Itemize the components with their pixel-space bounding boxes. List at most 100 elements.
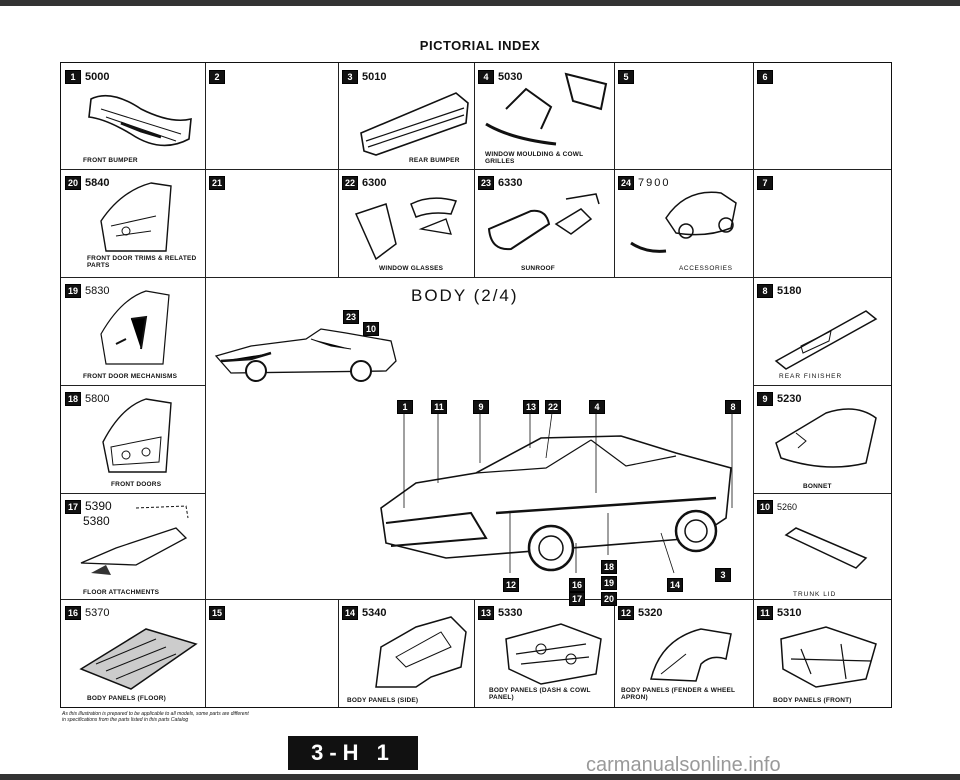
index-badge: 6 [757,70,773,84]
part-number: 5370 [85,607,110,619]
window-glass-illustration [354,197,457,261]
convertible-car-illustration [214,328,397,382]
part-number: 5230 [777,393,802,405]
cell-6[interactable]: 6 [757,67,773,85]
grid-line [753,493,891,494]
part-caption: BODY PANELS (SIDE) [347,697,419,704]
cell-7[interactable]: 7 [757,173,773,191]
grid-line [614,599,615,707]
callout-4[interactable]: 4 [589,397,605,415]
page-title: PICTORIAL INDEX [419,38,541,53]
cell-bonnet[interactable]: 9 5230 [757,389,801,407]
part-number: 5320 [638,607,663,619]
grid-line [61,385,205,386]
callout-19[interactable]: 19 [601,573,617,591]
sunroof-illustration [487,193,600,251]
window-moulding-illustration [485,72,608,146]
index-badge: 15 [209,606,225,620]
part-caption: BODY PANELS (DASH & COWL PANEL) [489,687,591,701]
callout-23[interactable]: 23 [343,307,359,325]
callout-9[interactable]: 9 [473,397,489,415]
index-badge: 12 [618,606,634,620]
scan-top-bar [0,0,960,6]
callout-20[interactable]: 20 [601,589,617,607]
grid-line [753,63,754,707]
index-badge: 23 [478,176,494,190]
floor-attachment-illustration [80,505,189,575]
door-mechanism-illustration [100,290,170,365]
part-number: 5330 [498,607,523,619]
grid-line [753,385,891,386]
callout-12[interactable]: 12 [503,575,519,593]
page-number: 3-H 1 [288,736,418,770]
part-caption: TRUNK LID [793,591,837,598]
cell-5[interactable]: 5 [618,67,634,85]
fender-illustration [650,628,732,682]
rear-bumper-illustration [360,92,469,156]
callout-18[interactable]: 18 [601,557,617,575]
callout-17[interactable]: 17 [569,589,585,607]
front-door-illustration [102,398,172,473]
index-badge: 14 [342,606,358,620]
part-caption: ACCESSORIES [679,265,733,272]
cell-15[interactable]: 15 [209,603,225,621]
callout-8[interactable]: 8 [725,397,741,415]
part-number: 5180 [777,285,802,297]
part-number: 5340 [362,607,387,619]
index-badge: 22 [342,176,358,190]
part-caption: BODY PANELS (FLOOR) [87,695,167,702]
part-caption: FLOOR ATTACHMENTS [83,589,160,596]
callout-13[interactable]: 13 [523,397,539,415]
cell-body-panels-dash[interactable]: 13 5330 [478,603,522,621]
part-caption: SUNROOF [521,265,555,272]
watermark: carmanualsonline.info [586,754,781,776]
grid-line [61,169,891,170]
part-caption: FRONT DOOR TRIMS & RELATED PARTS [87,255,197,269]
footnote: As this illustration is prepared to be a… [62,711,249,723]
cell-body-panels-fender[interactable]: 12 5320 [618,603,662,621]
cell-body-panels-side[interactable]: 14 5340 [342,603,386,621]
index-badge: 19 [65,284,81,298]
bonnet-illustration [775,408,877,468]
grid-line [614,63,615,277]
callout-1[interactable]: 1 [397,397,413,415]
callout-11[interactable]: 11 [431,397,447,415]
trunk-lid-illustration [784,527,868,569]
part-caption: WINDOW GLASSES [379,265,444,272]
part-number: 5840 [85,177,110,189]
cell-front-door-trims[interactable]: 20 5840 [65,173,109,191]
part-caption: FRONT DOORS [111,481,162,488]
part-number: 5310 [777,607,802,619]
callout-14[interactable]: 14 [667,575,683,593]
floor-panel-illustration [79,628,198,690]
callout-16[interactable]: 16 [569,575,585,593]
index-badge: 7 [757,176,773,190]
index-badge: 17 [65,500,81,514]
cell-2[interactable]: 2 [209,67,225,85]
part-number: 5030 [498,71,523,83]
callout-3[interactable]: 3 [715,565,731,583]
callout-10[interactable]: 10 [363,319,379,337]
index-badge: 13 [478,606,494,620]
cell-21[interactable]: 21 [209,173,225,191]
grid-line [474,63,475,277]
grid-line [338,599,339,707]
index-badge: 9 [757,392,773,406]
index-badge: 20 [65,176,81,190]
callout-22[interactable]: 22 [545,397,561,415]
body-section-title: BODY (2/4) [411,286,519,305]
part-caption: BODY PANELS (FENDER & WHEEL APRON) [621,687,736,701]
